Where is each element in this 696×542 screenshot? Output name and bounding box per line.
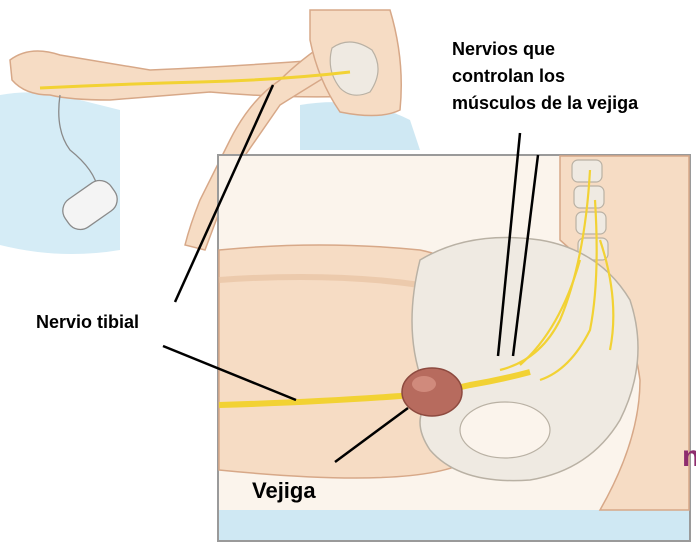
- label-bladder-nerves-line-3: músculos de la vejiga: [452, 90, 638, 117]
- label-bladder-nerves: Nervios que controlan los músculos de la…: [452, 36, 638, 117]
- label-bladder-nerves-line-1: Nervios que: [452, 36, 638, 63]
- cushion-left: [0, 92, 120, 254]
- bladder-highlight: [412, 376, 436, 392]
- edge-text: n: [682, 440, 696, 474]
- pelvis-opening: [460, 402, 550, 458]
- label-bladder: Vejiga: [252, 478, 316, 504]
- label-tibial-nerve: Nervio tibial: [36, 312, 139, 333]
- label-bladder-nerves-line-2: controlan los: [452, 63, 638, 90]
- bladder: [402, 368, 462, 416]
- inset-floor: [219, 510, 689, 540]
